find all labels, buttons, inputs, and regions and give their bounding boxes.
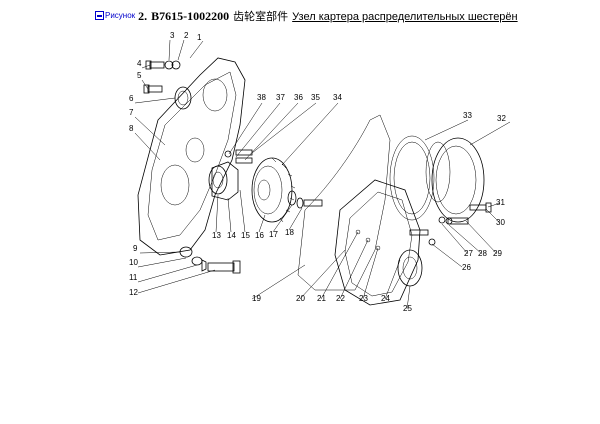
callout-19: 19 — [252, 294, 261, 303]
callout-14: 14 — [227, 231, 236, 240]
callout-labels: 1 2 3 4 5 6 7 8 9 10 11 12 13 14 15 16 1… — [129, 31, 506, 313]
callout-10: 10 — [129, 258, 138, 267]
callout-32: 32 — [497, 114, 506, 123]
callout-16: 16 — [255, 231, 264, 240]
title-number: 2. — [138, 9, 148, 23]
callout-7: 7 — [129, 108, 134, 117]
callout-5: 5 — [137, 71, 142, 80]
figure-link-label: Рисунок — [105, 11, 136, 20]
callout-25: 25 — [403, 304, 412, 313]
callout-21: 21 — [317, 294, 326, 303]
callout-33: 33 — [463, 111, 472, 120]
title-code: B7615-1002200 — [151, 9, 230, 23]
callout-3: 3 — [170, 31, 175, 40]
callout-15: 15 — [241, 231, 250, 240]
callout-28: 28 — [478, 249, 487, 258]
callout-6: 6 — [129, 94, 134, 103]
part-drawing — [137, 57, 492, 306]
callout-29: 29 — [493, 249, 502, 258]
figure-link[interactable]: Рисунок — [95, 11, 135, 20]
callout-30: 30 — [496, 218, 505, 227]
leader-lines — [134, 39, 511, 310]
image-icon — [95, 11, 104, 20]
callout-13: 13 — [212, 231, 221, 240]
callout-26: 26 — [462, 263, 471, 272]
page-header: Рисунок 2. B7615-1002200 齿轮室部件 Узел карт… — [95, 8, 595, 24]
callout-17: 17 — [269, 230, 278, 239]
callout-31: 31 — [496, 198, 505, 207]
title-chinese: 齿轮室部件 — [233, 10, 289, 23]
callout-22: 22 — [336, 294, 345, 303]
title-russian[interactable]: Узел картера распределительных шестерён — [292, 11, 518, 23]
callout-38: 38 — [257, 93, 266, 102]
callout-35: 35 — [311, 93, 320, 102]
callout-1: 1 — [197, 33, 202, 42]
callout-9: 9 — [133, 244, 138, 253]
callout-23: 23 — [359, 294, 368, 303]
callout-8: 8 — [129, 124, 134, 133]
callout-12: 12 — [129, 288, 138, 297]
callout-36: 36 — [294, 93, 303, 102]
callout-2: 2 — [184, 31, 189, 40]
callout-34: 34 — [333, 93, 342, 102]
callout-4: 4 — [137, 59, 142, 68]
callout-24: 24 — [381, 294, 390, 303]
callout-27: 27 — [464, 249, 473, 258]
callout-18: 18 — [285, 228, 294, 237]
callout-37: 37 — [276, 93, 285, 102]
callout-11: 11 — [129, 273, 138, 282]
